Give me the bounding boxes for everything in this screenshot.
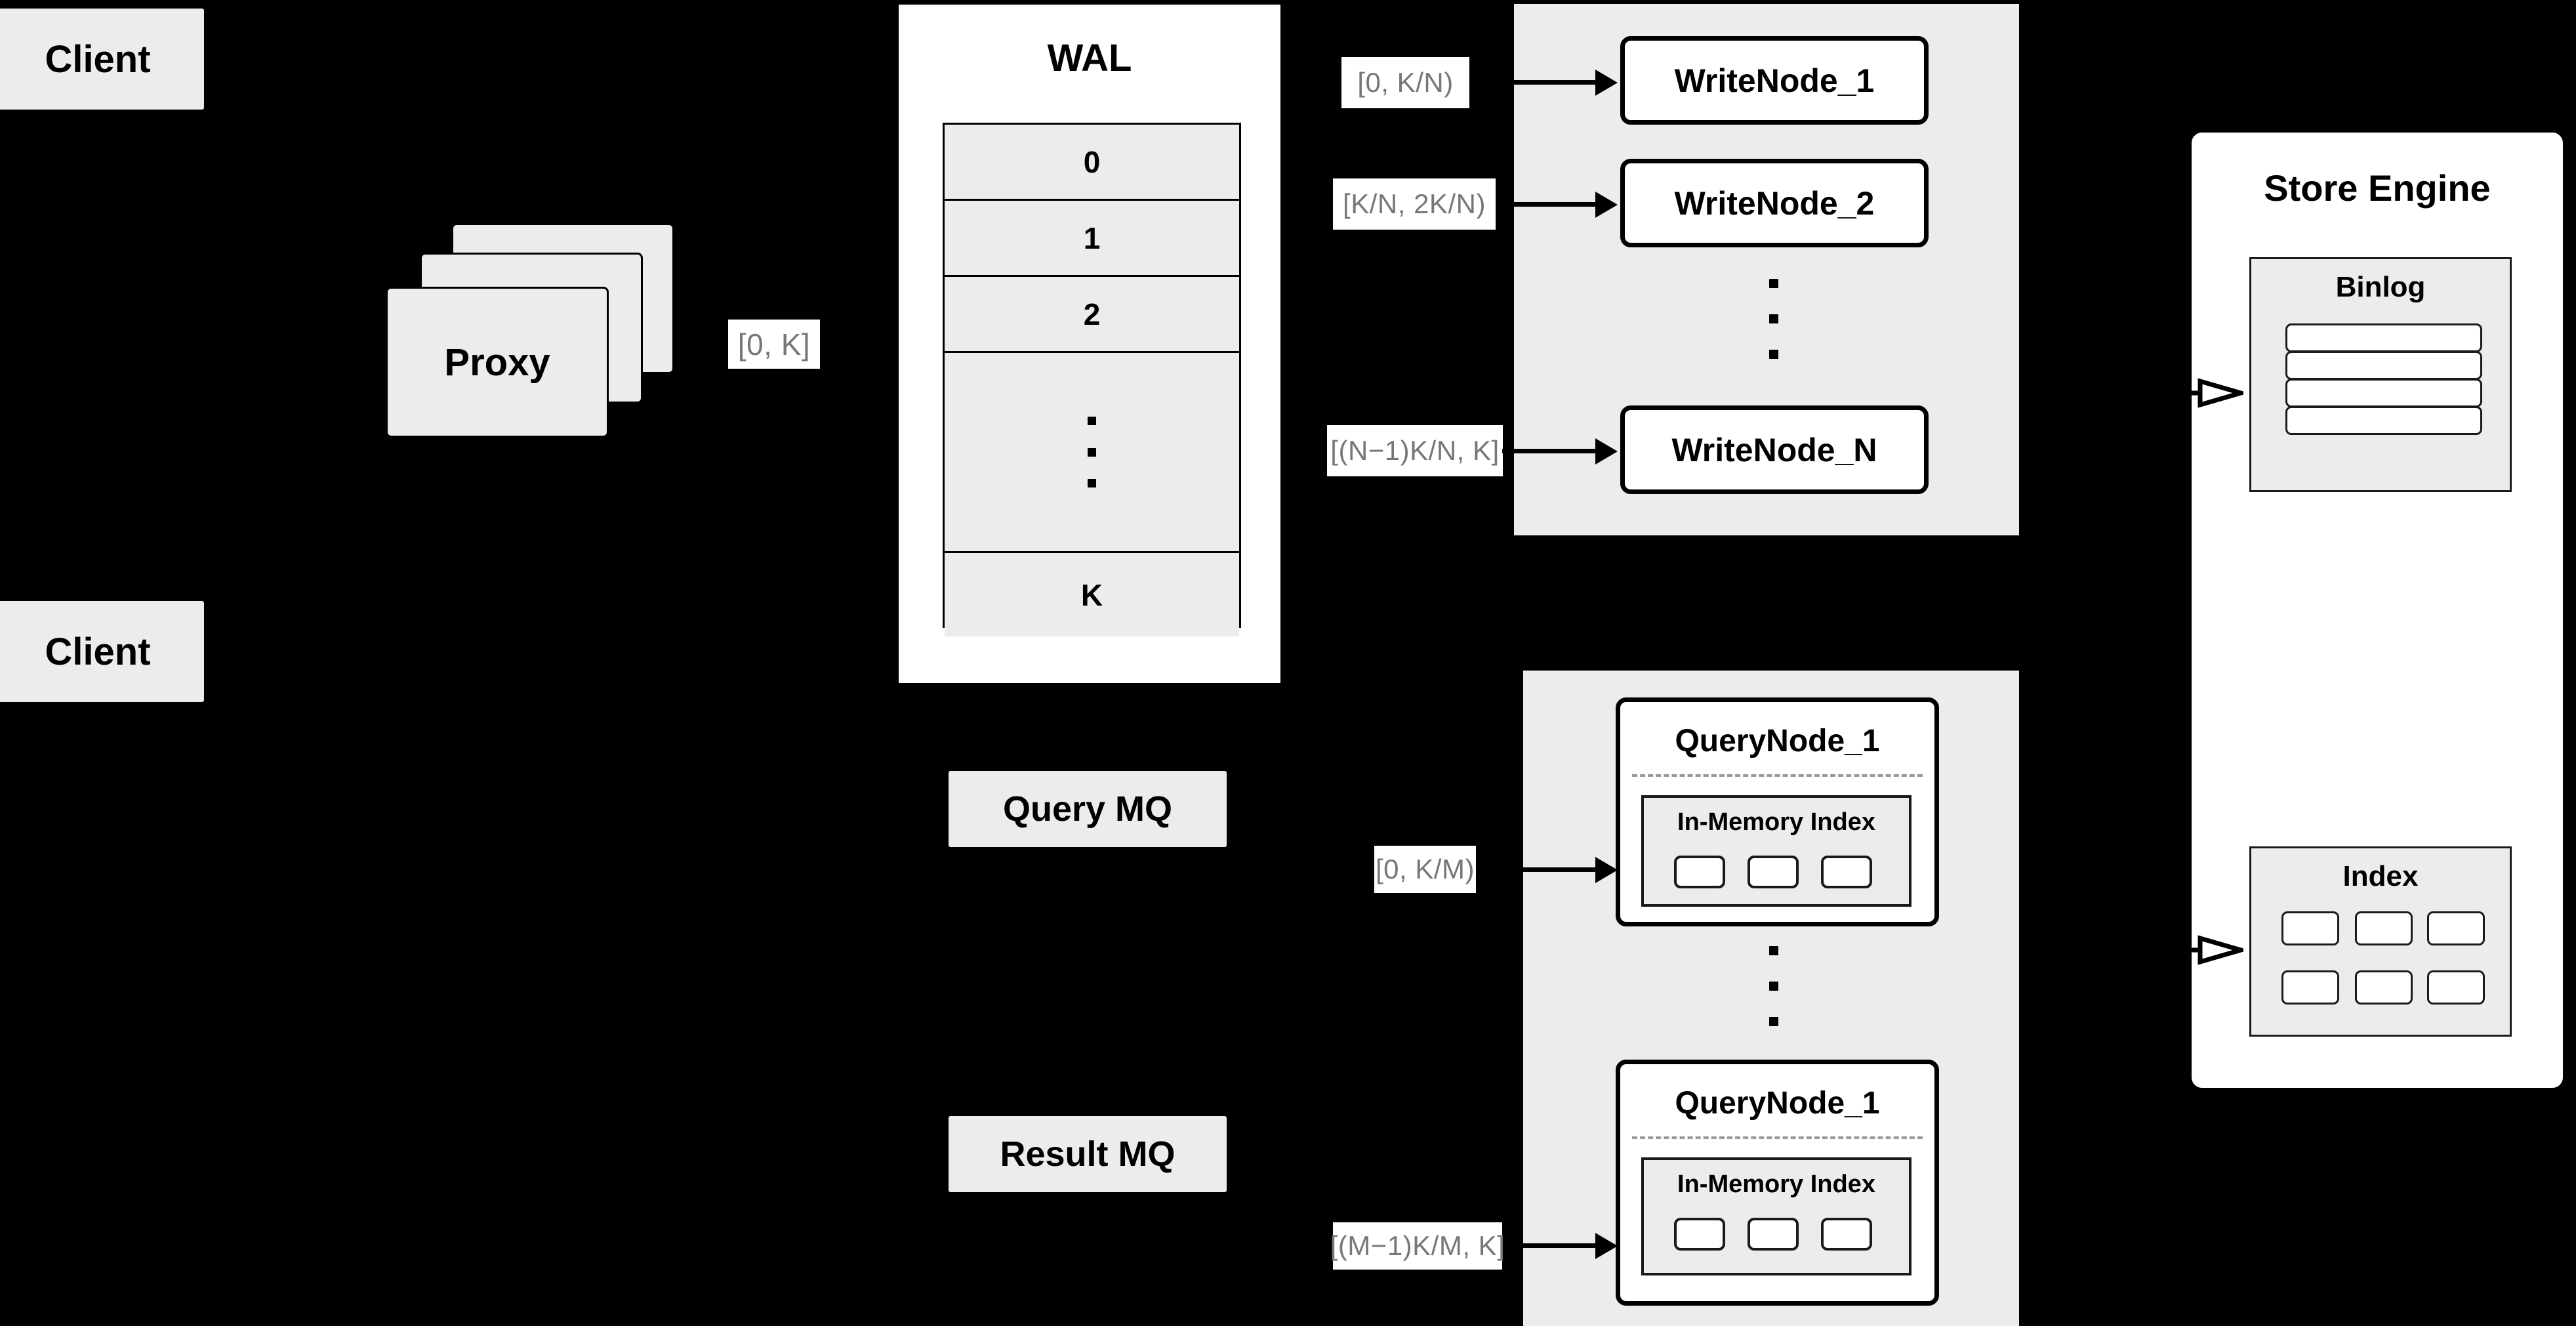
binlog-box: Binlog xyxy=(2249,257,2512,492)
wal-row-list: 0 1 2 K xyxy=(943,123,1241,636)
query-node-divider-1 xyxy=(1632,774,1923,777)
store-engine-panel: Store Engine Binlog Index xyxy=(2188,129,2567,1092)
write-node-arrow-head-2 xyxy=(1595,192,1618,218)
query-node-label-m: QueryNode_1 xyxy=(1675,1086,1880,1121)
write-node-label-1: WriteNode_1 xyxy=(1674,62,1875,99)
client-label-2: Client xyxy=(45,630,151,673)
proxy-label: Proxy xyxy=(444,341,550,384)
result-mq-box[interactable]: Result MQ xyxy=(947,1114,1229,1194)
wal-panel: WAL 0 1 2 K xyxy=(897,3,1282,685)
binlog-row[interactable] xyxy=(2285,379,2482,407)
store-engine-title: Store Engine xyxy=(2264,167,2491,209)
wal-title: WAL xyxy=(1047,37,1132,79)
index-cell[interactable] xyxy=(2281,970,2339,1005)
query-node-divider-m xyxy=(1632,1136,1923,1139)
query-node-arrow-line-1 xyxy=(1512,867,1597,872)
write-node-arrow-head-1 xyxy=(1595,70,1618,96)
proxy-range-label: [0, K] xyxy=(728,320,820,369)
wal-row[interactable]: K xyxy=(945,553,1239,636)
query-mq-label: Query MQ xyxy=(1002,789,1173,829)
write-node-range-label-2: [K/N, 2K/N) xyxy=(1333,178,1496,230)
write-node-arrow-line-2 xyxy=(1502,202,1597,207)
vertical-ellipsis-icon xyxy=(1088,417,1096,487)
in-memory-index-cell[interactable] xyxy=(1674,1218,1725,1251)
proxy-box[interactable]: Proxy xyxy=(386,287,609,438)
result-mq-label: Result MQ xyxy=(1000,1134,1176,1174)
query-node-1[interactable]: QueryNode_1 In-Memory Index xyxy=(1616,697,1939,926)
query-node-range-label-m: [(M−1)K/M, K] xyxy=(1330,1222,1505,1270)
write-node-arrow-line-n xyxy=(1502,449,1597,453)
query-node-arrow-head-m xyxy=(1595,1233,1618,1259)
binlog-inbound-arrow-icon xyxy=(2178,376,2243,410)
wal-row-ellipsis xyxy=(945,353,1239,553)
binlog-row[interactable] xyxy=(2285,351,2482,380)
write-node-arrow-line-1 xyxy=(1502,80,1597,85)
binlog-title: Binlog xyxy=(2335,271,2426,303)
client-box-2[interactable]: Client xyxy=(0,599,206,704)
write-node-label-2: WriteNode_2 xyxy=(1674,184,1875,222)
index-box: Index xyxy=(2249,846,2512,1037)
query-node-arrow-head-1 xyxy=(1595,857,1618,883)
index-cell[interactable] xyxy=(2427,970,2485,1005)
index-inbound-arrow-icon xyxy=(2178,933,2243,967)
write-node-arrow-head-n xyxy=(1595,438,1618,465)
in-memory-index-cell[interactable] xyxy=(1674,856,1725,888)
write-node-cluster-ellipsis-icon xyxy=(1767,279,1780,359)
wal-row[interactable]: 2 xyxy=(945,277,1239,353)
in-memory-index-cell[interactable] xyxy=(1748,856,1799,888)
query-node-m[interactable]: QueryNode_1 In-Memory Index xyxy=(1616,1060,1939,1306)
in-memory-index-cell[interactable] xyxy=(1821,1218,1872,1251)
query-node-arrow-line-m xyxy=(1512,1243,1597,1248)
index-cell[interactable] xyxy=(2427,911,2485,945)
client-box-1[interactable]: Client xyxy=(0,7,206,112)
query-node-range-label-1: [0, K/M) xyxy=(1374,846,1476,893)
wal-row[interactable]: 1 xyxy=(945,201,1239,277)
in-memory-index-title-m: In-Memory Index xyxy=(1677,1171,1875,1198)
write-node-range-label-n: [(N−1)K/N, K] xyxy=(1327,425,1503,476)
query-node-label-1: QueryNode_1 xyxy=(1675,724,1880,758)
index-cell[interactable] xyxy=(2281,911,2339,945)
write-node-label-n: WriteNode_N xyxy=(1671,431,1877,468)
write-node-n[interactable]: WriteNode_N xyxy=(1620,405,1929,494)
binlog-row[interactable] xyxy=(2285,406,2482,435)
in-memory-index-box-m: In-Memory Index xyxy=(1641,1157,1912,1275)
query-node-cluster-ellipsis-icon xyxy=(1767,946,1780,1026)
binlog-row[interactable] xyxy=(2285,323,2482,352)
client-label-1: Client xyxy=(45,37,151,81)
index-cell[interactable] xyxy=(2355,970,2413,1005)
write-node-range-label-1: [0, K/N) xyxy=(1341,57,1469,108)
write-node-2[interactable]: WriteNode_2 xyxy=(1620,159,1929,247)
in-memory-index-title-1: In-Memory Index xyxy=(1677,808,1875,836)
query-mq-box[interactable]: Query MQ xyxy=(947,769,1229,849)
wal-row[interactable]: 0 xyxy=(945,125,1239,201)
in-memory-index-cell[interactable] xyxy=(1748,1218,1799,1251)
in-memory-index-box-1: In-Memory Index xyxy=(1641,795,1912,907)
in-memory-index-cell[interactable] xyxy=(1821,856,1872,888)
index-title: Index xyxy=(2342,860,2419,892)
write-node-1[interactable]: WriteNode_1 xyxy=(1620,36,1929,125)
index-cell[interactable] xyxy=(2355,911,2413,945)
